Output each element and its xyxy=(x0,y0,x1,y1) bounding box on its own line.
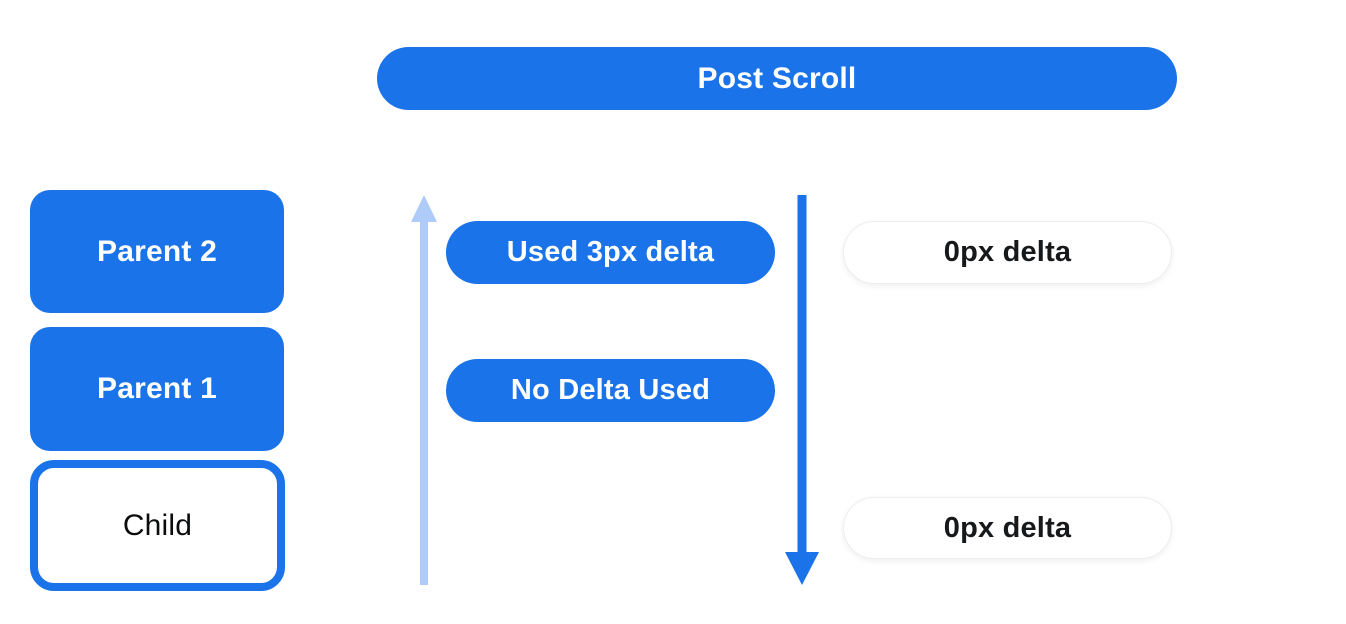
used-delta-label: Used 3px delta xyxy=(506,236,715,268)
parent1-box: Parent 1 xyxy=(30,327,284,451)
used-delta-pill: Used 3px delta xyxy=(446,221,775,284)
remaining-delta-pill-top: 0px delta xyxy=(843,221,1172,284)
scroll-chain-up-arrow-icon xyxy=(411,195,437,585)
child-label: Child xyxy=(122,508,193,542)
up-arrow-shaft xyxy=(420,219,428,585)
parent1-label: Parent 1 xyxy=(97,372,217,405)
down-arrow-head xyxy=(785,552,819,585)
post-scroll-title-pill: Post Scroll xyxy=(377,47,1177,110)
parent2-box: Parent 2 xyxy=(30,190,284,313)
remaining-delta-bottom-label: 0px delta xyxy=(943,511,1072,544)
scroll-down-arrow-icon xyxy=(785,195,819,585)
no-delta-used-pill: No Delta Used xyxy=(446,359,775,422)
up-arrow-head xyxy=(411,195,437,222)
down-arrow-shaft xyxy=(797,195,807,553)
post-scroll-label: Post Scroll xyxy=(697,61,857,95)
child-box: Child xyxy=(30,460,285,591)
remaining-delta-top-label: 0px delta xyxy=(943,236,1072,268)
parent2-label: Parent 2 xyxy=(97,234,217,268)
no-delta-used-label: No Delta Used xyxy=(510,374,711,406)
remaining-delta-pill-bottom: 0px delta xyxy=(843,497,1172,559)
